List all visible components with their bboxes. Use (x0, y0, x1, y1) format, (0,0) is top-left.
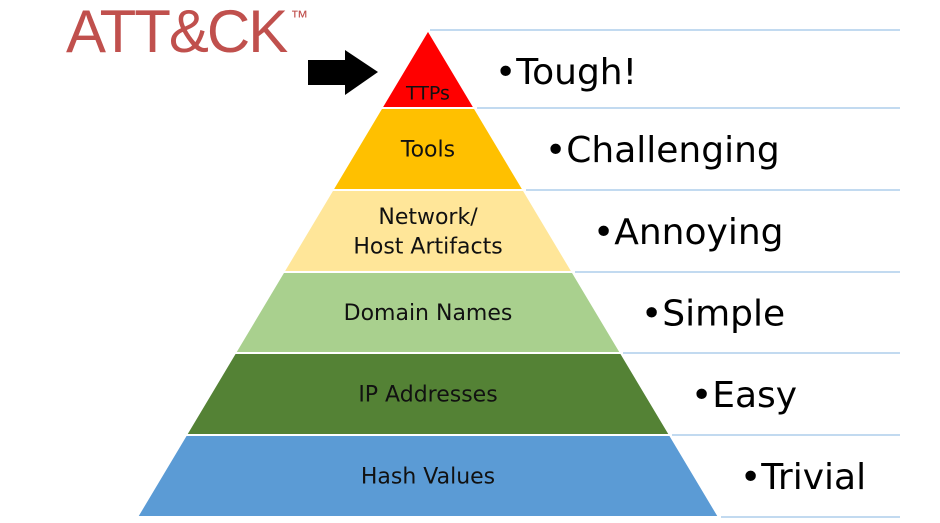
logo-text: ATT&CK (66, 0, 288, 65)
difficulty-hash: •Trivial (740, 457, 866, 498)
pyramid-label-domains: Domain Names (344, 301, 513, 326)
difficulty-ttps: •Tough! (495, 52, 637, 93)
pyramid-label-ttps: TTPs (405, 83, 450, 105)
trademark-symbol: ™ (290, 7, 309, 27)
difficulty-ip: •Easy (691, 375, 797, 416)
pyramid-bands (135, 28, 721, 518)
difficulty-domains: •Simple (641, 294, 785, 335)
pyramid-label-hash: Hash Values (361, 465, 495, 490)
difficulty-artifacts: •Annoying (593, 212, 784, 253)
pyramid-label-tools: Tools (400, 138, 455, 163)
pyramid-band-artifacts (281, 189, 575, 273)
separator-lines (430, 29, 900, 518)
difficulty-tools: •Challenging (545, 130, 780, 171)
pyramid-band-hash (135, 434, 721, 518)
pyramid-label-artifacts: Host Artifacts (353, 235, 502, 260)
pyramid-label-artifacts: Network/ (378, 205, 478, 230)
pyramid-label-ip: IP Addresses (358, 383, 497, 408)
right-arrow-icon (308, 50, 378, 95)
difficulty-labels: •Tough! •Challenging •Annoying •Simple •Easy… (495, 52, 866, 498)
